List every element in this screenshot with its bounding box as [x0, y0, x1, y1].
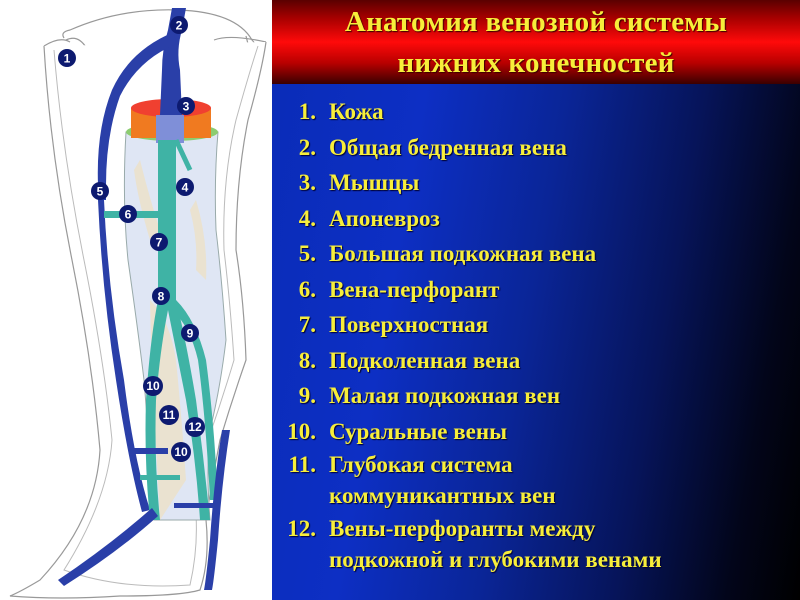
svg-text:6: 6	[125, 208, 132, 222]
svg-text:10: 10	[146, 379, 160, 393]
svg-text:8: 8	[158, 290, 165, 304]
marker-10b: 10	[171, 442, 191, 462]
legend-item: 6.Вена-перфорант	[260, 272, 800, 308]
marker-5: 5	[91, 182, 109, 200]
legend-label: Общая бедренная вена	[329, 134, 567, 160]
marker-7: 7	[150, 233, 168, 251]
svg-text:7: 7	[156, 236, 163, 250]
slide-body	[272, 84, 800, 600]
marker-11: 11	[159, 405, 179, 425]
marker-4: 4	[176, 178, 194, 196]
legend-label: Вена-перфорант	[329, 276, 500, 302]
svg-text:2: 2	[176, 19, 183, 33]
marker-6: 6	[119, 205, 137, 223]
marker-3: 3	[177, 97, 195, 115]
legend-label: Вены-перфоранты между подкожной и глубок…	[329, 516, 662, 572]
legend-label: Кожа	[329, 99, 384, 124]
marker-8: 8	[152, 287, 170, 305]
legend-label: Малая подкожная вен	[329, 383, 561, 408]
svg-text:3: 3	[183, 100, 190, 114]
legend-label: Апоневроз	[329, 205, 440, 231]
legend-item: 10.Суральные вены	[260, 414, 800, 450]
svg-text:5: 5	[97, 185, 104, 199]
legend-item: 11.Глубокая система коммуникантных вен	[260, 449, 800, 513]
svg-text:1: 1	[64, 52, 71, 66]
legend-item: 3.Мышцы	[260, 165, 800, 201]
legend-item: 12.Вены-перфоранты между подкожной и глу…	[260, 513, 800, 577]
marker-2: 2	[170, 16, 188, 34]
legend-label: Мышцы	[329, 170, 420, 195]
marker-9: 9	[181, 324, 199, 342]
legend-list: 1.Кожа 2.Общая бедренная вена 3.Мышцы 4.…	[260, 94, 800, 577]
legend-label: Большая подкожная вена	[329, 241, 597, 266]
legend-label: Суральные вены	[329, 418, 508, 444]
legend-item: 7.Поверхностная	[260, 307, 800, 343]
slide-header: Анатомия венозной системы нижних конечно…	[272, 0, 800, 84]
legend-item: 4.Апоневроз	[260, 201, 800, 237]
marker-10a: 10	[143, 376, 163, 396]
slide-title-line1: Анатомия венозной системы	[344, 6, 728, 38]
legend-label: Подколенная вена	[329, 347, 521, 373]
legend-item: 9.Малая подкожная вен	[260, 378, 800, 414]
svg-text:10: 10	[174, 445, 188, 459]
legend-label: Поверхностная	[329, 312, 489, 337]
svg-text:9: 9	[187, 327, 194, 341]
svg-text:4: 4	[182, 181, 189, 195]
leg-illustration: 1 2 3 4 5 6 7 8 9 10 11 12 10	[9, 8, 267, 599]
legend-item: 5.Большая подкожная вена	[260, 236, 800, 272]
svg-text:12: 12	[188, 420, 202, 434]
slide-title-line2: нижних конечностей	[397, 47, 675, 79]
legend-item: 2.Общая бедренная вена	[260, 130, 800, 166]
legend-item: 8.Подколенная вена	[260, 343, 800, 379]
svg-text:11: 11	[163, 408, 176, 422]
marker-1: 1	[58, 49, 76, 67]
marker-12: 12	[185, 417, 205, 437]
legend-label: Глубокая система коммуникантных вен	[329, 452, 556, 508]
leg-anatomy-diagram: 1 2 3 4 5 6 7 8 9 10 11 12 10	[0, 0, 272, 600]
legend-item: 1.Кожа	[260, 94, 800, 130]
